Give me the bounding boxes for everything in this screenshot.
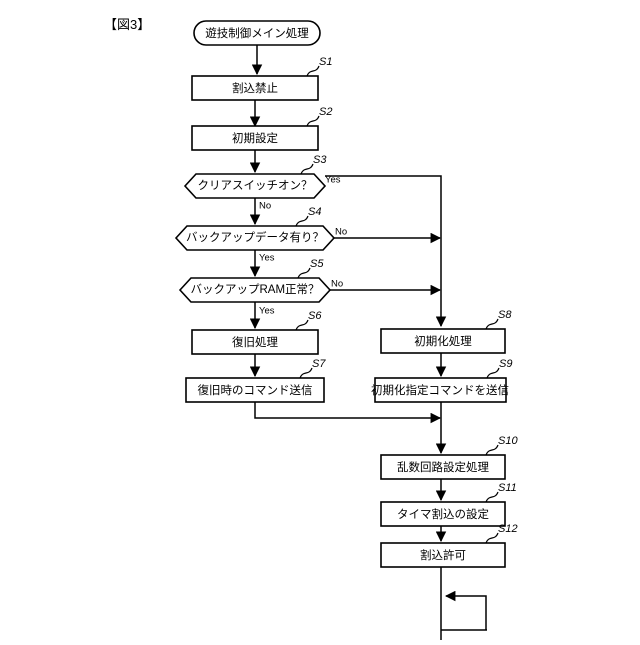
node-start-label: 遊技制御メイン処理	[205, 26, 309, 40]
node-s2: 初期設定 S2	[191, 106, 332, 151]
node-s5-label: バックアップRAM正常？	[190, 283, 319, 296]
figure-number-label: 【図3】	[104, 17, 151, 32]
edge-s3-yes-to-s8	[325, 175, 447, 328]
node-s6: 復旧処理 S6	[191, 310, 322, 355]
branch-label-s3-yes: Yes	[325, 175, 341, 186]
node-s4-label: バックアップデータ有り？	[186, 230, 324, 244]
node-s11-label: タイマ割込の設定	[397, 507, 489, 521]
branch-label-s4-yes: Yes	[259, 253, 275, 264]
loop-back-edge	[444, 590, 487, 630]
node-s9-label: 初期化指定コマンドを送信	[371, 383, 509, 397]
branch-label-s5-yes: Yes	[259, 306, 275, 317]
edge-s7-to-s10-rail	[254, 402, 442, 424]
node-s10: 乱数回路設定処理 S10	[380, 435, 518, 480]
node-s1: 割込禁止 S1	[191, 56, 332, 101]
step-label-s2: S2	[319, 106, 332, 118]
node-s1-label: 割込禁止	[232, 81, 278, 95]
step-label-s9: S9	[499, 358, 512, 370]
step-label-s3: S3	[313, 154, 327, 166]
step-label-s8: S8	[498, 309, 512, 321]
node-s10-label: 乱数回路設定処理	[397, 460, 489, 474]
node-s11: タイマ割込の設定 S11	[380, 482, 517, 527]
step-label-s7: S7	[312, 358, 326, 370]
node-s8: 初期化処理 S8	[380, 309, 512, 354]
node-s2-label: 初期設定	[232, 131, 278, 145]
step-label-s6: S6	[308, 310, 322, 322]
branch-label-s5-no: No	[331, 279, 343, 290]
step-label-s4: S4	[308, 206, 321, 218]
node-s7-label: 復旧時のコマンド送信	[198, 383, 313, 397]
node-s4: バックアップデータ有り？ S4	[174, 206, 336, 251]
branch-label-s4-no: No	[335, 227, 347, 238]
branch-label-s3-no: No	[259, 201, 271, 212]
node-s12-label: 割込許可	[420, 548, 466, 562]
node-s7: 復旧時のコマンド送信 S7	[185, 358, 326, 403]
node-s12: 割込許可 S12	[380, 523, 518, 568]
node-s3-label: クリアスイッチオン？	[198, 179, 313, 192]
node-start: 遊技制御メイン処理	[193, 20, 321, 46]
step-label-s5: S5	[310, 258, 324, 270]
step-label-s12: S12	[498, 523, 518, 535]
step-label-s11: S11	[498, 482, 517, 494]
node-s8-label: 初期化処理	[414, 334, 472, 348]
node-s5: バックアップRAM正常？ S5	[178, 258, 332, 303]
node-s9: 初期化指定コマンドを送信 S9	[371, 358, 512, 403]
step-label-s10: S10	[498, 435, 518, 447]
step-label-s1: S1	[319, 56, 332, 68]
node-s3: クリアスイッチオン？ S3	[183, 154, 327, 199]
node-s6-label: 復旧処理	[232, 335, 278, 349]
